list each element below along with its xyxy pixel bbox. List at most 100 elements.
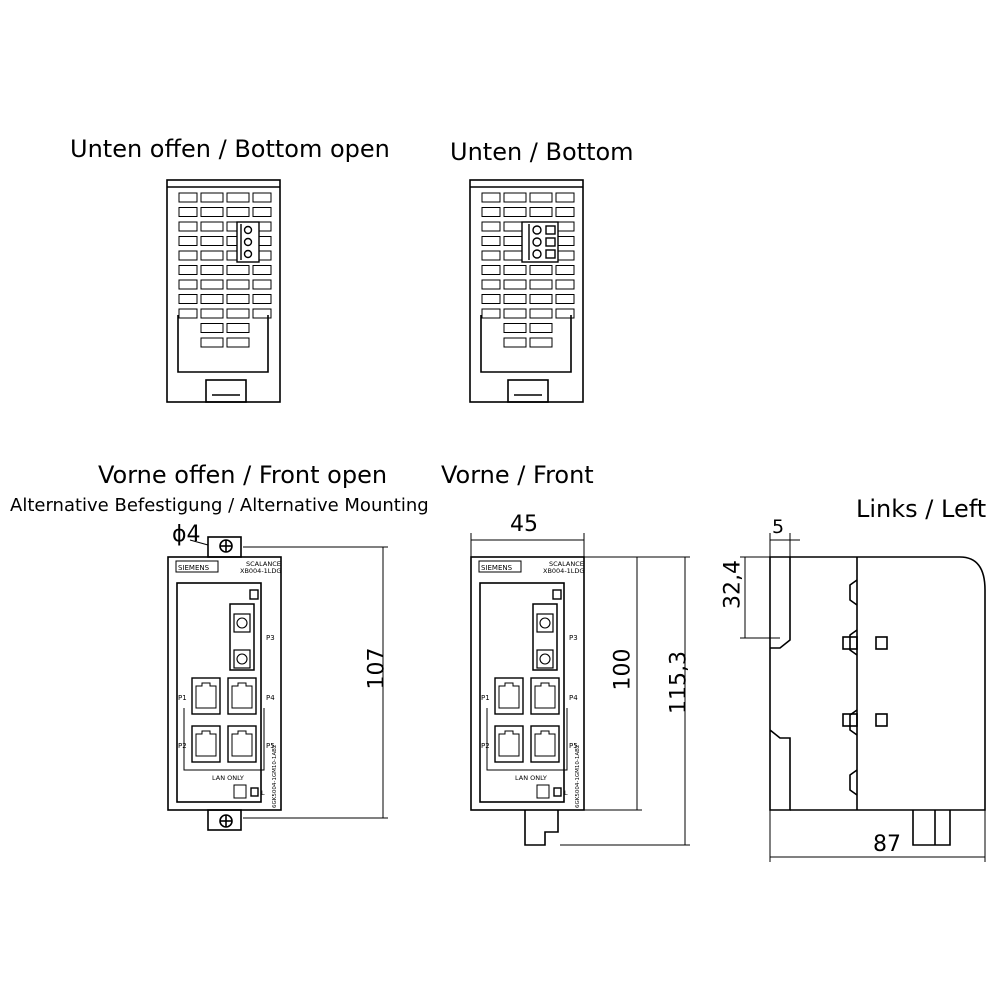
vent-slot <box>178 250 198 261</box>
rj45-socket-icon <box>231 682 253 709</box>
fiber-connector-icon <box>539 617 551 629</box>
cert-mark-icon <box>233 784 247 799</box>
vent-slot <box>200 250 224 261</box>
rj45-socket-icon <box>534 730 556 757</box>
rj45-socket-icon <box>231 730 253 757</box>
vent-slot <box>178 294 198 304</box>
left-body-outline <box>790 556 986 811</box>
title-bottom: Unten / Bottom <box>450 138 634 166</box>
fiber-connector-icon <box>236 653 248 665</box>
vent-slot <box>200 337 224 348</box>
vent-slot <box>503 294 527 304</box>
front-housing <box>470 556 585 811</box>
port-label: P4 <box>266 694 275 702</box>
sfp-module <box>229 603 255 671</box>
vent-slot <box>178 279 198 290</box>
led-window <box>875 713 888 727</box>
series-label: SCALANCE <box>246 560 281 568</box>
vent-slot <box>555 192 575 203</box>
vent-slot <box>226 294 250 304</box>
vent-slot <box>200 221 224 232</box>
bottom-housing <box>469 179 584 403</box>
title-left: Links / Left <box>856 495 987 523</box>
rj45-port <box>227 725 257 763</box>
vent-slot <box>503 308 527 319</box>
rj45-port <box>227 677 257 715</box>
vent-slot <box>226 323 250 333</box>
vent-slot <box>226 192 250 203</box>
rj45-port <box>530 725 560 763</box>
rj45-socket-icon <box>534 682 556 709</box>
vent-slot <box>252 279 272 290</box>
port-label: P2 <box>178 742 187 750</box>
bottom-open-housing <box>166 179 281 403</box>
vent-slot <box>226 279 250 290</box>
model-label: XB004-1LDG <box>543 567 584 575</box>
vent-slot <box>200 294 224 304</box>
vent-slot <box>481 250 501 261</box>
rj45-socket-icon <box>195 730 217 757</box>
brand-label: SIEMENS <box>178 564 210 572</box>
vent-slot <box>178 236 198 246</box>
vent-slot <box>226 308 250 319</box>
vent-slot <box>555 294 575 304</box>
dim-hole-diameter: ϕ4 <box>172 522 201 547</box>
fiber-port <box>233 613 251 633</box>
rj45-port <box>191 725 221 763</box>
rj45-port <box>191 677 221 715</box>
rj45-socket-icon <box>195 682 217 709</box>
vent-slot <box>529 323 553 333</box>
terminal-block-bottom <box>521 221 559 263</box>
port-label: P5 <box>569 742 578 750</box>
vent-slot <box>252 308 272 319</box>
brand-plate <box>478 560 522 573</box>
dim-offset-5: 5 <box>772 516 785 538</box>
fiber-connector-icon <box>539 653 551 665</box>
port-label: P3 <box>569 634 578 642</box>
port-label: P5 <box>266 742 275 750</box>
vent-slot <box>178 207 198 217</box>
vent-slot <box>178 192 198 203</box>
vent-slot <box>226 265 250 275</box>
vent-slot <box>226 337 250 348</box>
article-number: 6GK5004-1GM10-1AB2 <box>575 745 581 808</box>
vent-slot <box>252 207 272 217</box>
vent-slot <box>178 308 198 319</box>
vent-slot <box>503 323 527 333</box>
title-alt-mounting: Alternative Befestigung / Alternative Mo… <box>10 495 429 516</box>
vent-slot <box>503 265 527 275</box>
port-label: P1 <box>178 694 187 702</box>
series-label: SCALANCE <box>549 560 584 568</box>
vent-slot <box>481 308 501 319</box>
vent-slot <box>481 294 501 304</box>
led-indicator <box>250 787 259 797</box>
vent-slot <box>481 236 501 246</box>
din-clip <box>912 810 951 846</box>
lan-only-label: LAN ONLY <box>212 774 244 782</box>
vent-slot <box>529 207 553 217</box>
rj45-socket-icon <box>498 682 520 709</box>
vent-slot <box>200 192 224 203</box>
article-number: 6GK5004-1GM10-1AB2 <box>272 745 278 808</box>
vent-slot <box>481 221 501 232</box>
vent-slot <box>200 323 224 333</box>
vent-slot <box>529 337 553 348</box>
fiber-port <box>536 613 554 633</box>
fiber-port <box>233 649 251 669</box>
fiber-connector-icon <box>236 617 248 629</box>
fiber-port <box>536 649 554 669</box>
vent-slot <box>555 207 575 217</box>
rj45-port <box>494 677 524 715</box>
vent-slot <box>481 207 501 217</box>
cert-mark-icon <box>536 784 550 799</box>
vent-slot <box>481 265 501 275</box>
dim-width-45: 45 <box>510 512 538 537</box>
model-label: XB004-1LDG <box>240 567 281 575</box>
